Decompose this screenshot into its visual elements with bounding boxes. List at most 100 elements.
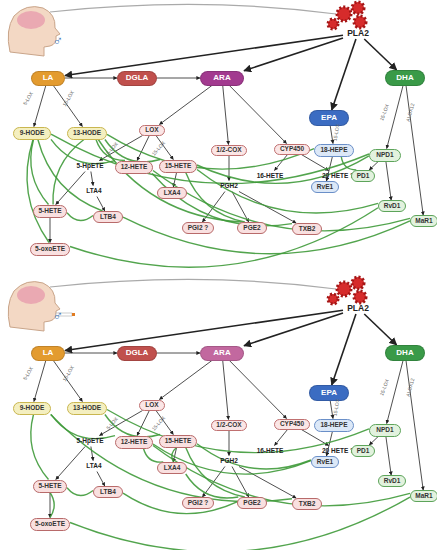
correlation-line	[107, 409, 369, 452]
pathway-arrow	[202, 192, 225, 223]
sex-symbol: ♂	[53, 33, 64, 47]
metabolite-oval: 13-HODE	[67, 402, 107, 415]
node-label: DGLA	[126, 349, 149, 357]
node-label: LXA4	[164, 465, 181, 472]
enzyme-label: ALOX12	[405, 102, 415, 122]
node-label: 13-HODE	[73, 405, 101, 412]
lipid-node: DGLA	[117, 346, 157, 361]
node-label: CYP450	[280, 421, 304, 428]
node-label: RvE1	[317, 184, 333, 191]
correlation-line	[38, 140, 103, 212]
head-icon	[8, 7, 60, 56]
node-label: 5-HpETE	[76, 438, 103, 445]
enzyme-label: 5-LOX	[106, 416, 119, 430]
correlation-line	[51, 415, 292, 502]
correlation-line	[186, 173, 245, 223]
correlation-line	[197, 156, 369, 184]
pathway-arrow	[97, 197, 105, 212]
node-label: 20 HETE ?	[322, 448, 354, 455]
node-label: 20 HETE ?	[322, 173, 354, 180]
correlation-line	[186, 448, 245, 498]
metabolite-oval: TXB2	[292, 498, 322, 510]
lipid-node: LA	[31, 346, 65, 361]
node-label: NPD1	[376, 152, 393, 159]
pathway-arrow	[301, 430, 328, 446]
pathway-label-node: 5-HpETE	[72, 161, 108, 172]
node-label: LTB4	[100, 214, 116, 221]
pathway-arrow	[53, 361, 82, 402]
pathway-arrow	[301, 155, 328, 171]
metabolite-oval: 1/2-COX	[211, 420, 247, 431]
pathway-arrow	[386, 437, 391, 476]
node-label: LA	[43, 349, 54, 357]
brain-icon	[17, 11, 45, 29]
metabolite-oval: 13-HODE	[67, 127, 107, 140]
correlation-line	[51, 134, 369, 183]
pathway-arrow	[137, 136, 149, 161]
node-label: 5-HETE	[38, 208, 61, 215]
node-label: TXB2	[299, 226, 316, 233]
pathway-arrow	[239, 467, 296, 499]
lipid-node: EPA	[309, 385, 349, 401]
pathway-arrow	[229, 431, 230, 456]
lipid-node: DHA	[385, 70, 425, 86]
panel-illustration	[8, 277, 366, 331]
metabolite-oval: 5-oxoETE	[30, 243, 70, 256]
pathway-arrow	[34, 86, 46, 127]
pathway-arrow	[229, 361, 286, 419]
pathway-arrow	[65, 353, 117, 354]
pathway-arrow	[159, 361, 212, 400]
metabolite-oval: MaR1	[410, 215, 437, 227]
pathway-arrow	[56, 447, 85, 480]
cell-cluster	[328, 2, 366, 29]
node-label: NPD1	[376, 427, 393, 434]
node-label: PGH2	[220, 183, 238, 190]
pathway-arrow	[97, 472, 105, 487]
enzyme-label: 15-LOX	[62, 364, 75, 381]
correlation-line	[31, 140, 49, 205]
node-label: 5-HETE	[38, 483, 61, 490]
brain-icon	[17, 286, 45, 304]
metabolite-oval: PGI2 ?	[182, 222, 214, 234]
sex-symbol: ♂	[53, 308, 64, 322]
node-label: PGE2	[243, 225, 260, 232]
enzyme-label: 5-LOX	[22, 90, 34, 105]
correlation-line	[67, 213, 93, 221]
pathway-arrow	[244, 313, 343, 346]
enzyme-label: 15-LOX	[62, 89, 75, 106]
node-label: 5-oxoETE	[35, 521, 65, 528]
cell-cluster	[328, 277, 366, 304]
node-label: RvD1	[384, 478, 401, 485]
metabolite-oval: MaR1	[410, 490, 437, 502]
node-label: LOX	[145, 402, 158, 409]
pathway-arrow	[137, 411, 149, 436]
metabolite-oval: NPD1	[369, 424, 401, 437]
enzyme-label: 15-LOX	[332, 123, 340, 141]
enzyme-label: 15-LOX	[379, 378, 390, 396]
pathway-label-node: PLA2	[343, 302, 373, 314]
lipid-node: DGLA	[117, 71, 157, 86]
pathway-label-node: LTA4	[80, 461, 108, 472]
head-icon	[8, 282, 60, 331]
pathway-arrow	[91, 172, 93, 186]
node-label: PGE2	[243, 500, 260, 507]
metabolite-oval: LTB4	[93, 486, 123, 498]
node-label: ARA	[213, 349, 230, 357]
node-label: PGH2	[220, 458, 238, 465]
node-label: LA	[43, 74, 54, 82]
node-label: PD1	[357, 173, 370, 180]
pathway-arrow	[202, 467, 225, 498]
metabolite-oval: 5-oxoETE	[30, 518, 70, 531]
node-label: LTA4	[86, 188, 101, 195]
correlation-line	[153, 444, 311, 474]
node-label: MaR1	[415, 493, 432, 500]
node-label: 16-HETE	[257, 448, 284, 455]
metabolite-oval: 1/2-COX	[211, 145, 247, 156]
pathway-label-node: PLA2	[343, 27, 373, 39]
pathway-arrow	[406, 86, 423, 215]
pathway-arrow	[223, 361, 229, 420]
pathway-label-node: 16-HETE	[252, 171, 288, 182]
pathway-label-node: PGH2	[214, 456, 244, 467]
metabolite-oval: LOX	[139, 125, 165, 136]
